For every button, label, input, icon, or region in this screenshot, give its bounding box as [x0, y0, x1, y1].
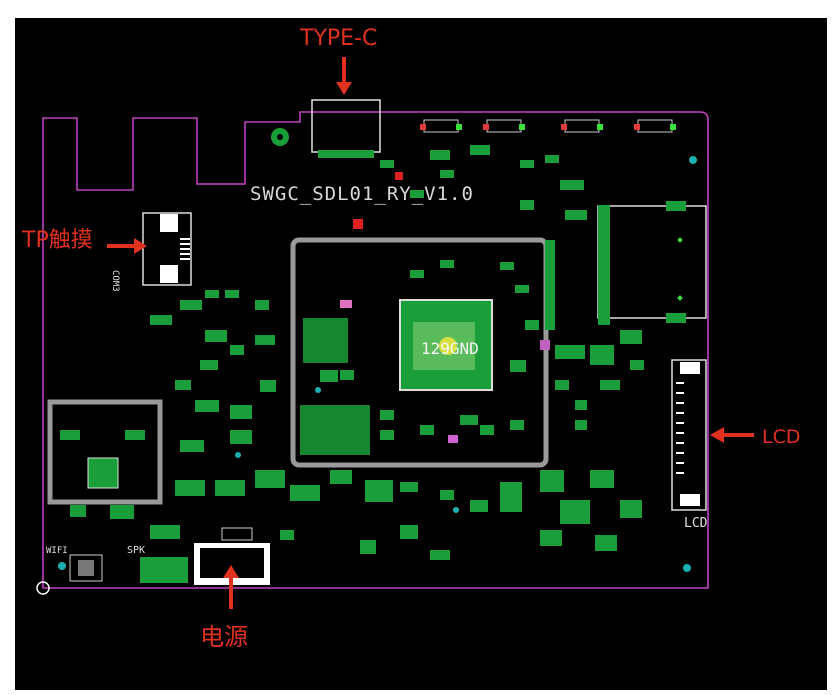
mount-hole-center	[277, 134, 283, 140]
top-buttons	[420, 119, 676, 133]
annotation-type-c: TYPE-C	[300, 26, 378, 51]
lcd-connector	[671, 359, 707, 511]
tp-pad	[160, 265, 178, 283]
tp-pad	[160, 214, 178, 232]
wifi-silkscreen: WIFI	[46, 546, 68, 556]
annotation-power: 电源	[200, 623, 248, 651]
highlight-pads	[340, 172, 550, 443]
memory-chip	[300, 405, 370, 455]
board-silkscreen-name: SWGC_SDL01_RY_V1.0	[250, 183, 474, 205]
shield-keepout-left	[47, 399, 163, 505]
tp-connector-silkscreen: COM3	[110, 270, 120, 292]
shield-keepout	[290, 237, 549, 468]
fiducials	[58, 156, 697, 572]
tp-pins	[180, 238, 190, 260]
tp-connector	[142, 212, 192, 286]
speaker-connector	[140, 557, 188, 583]
soc-marker	[439, 337, 457, 355]
wifi-antenna-pad	[69, 554, 103, 582]
annotation-tp-touch: TP触摸	[22, 228, 93, 253]
annotation-arrows	[107, 57, 754, 609]
component-field	[60, 145, 644, 560]
lcd-silkscreen: LCD	[684, 516, 708, 531]
lcd-pins	[676, 382, 684, 474]
usb-typec-pads	[318, 150, 374, 158]
annotation-lcd: LCD	[762, 426, 801, 448]
chip-silkscreen-label: 129GND	[421, 339, 479, 358]
main-soc	[399, 299, 493, 391]
board-outline	[42, 111, 709, 589]
wifi-module	[303, 318, 348, 363]
origin-marker	[36, 581, 50, 595]
spk-silkscreen: SPK	[127, 545, 146, 556]
pmic	[87, 457, 119, 489]
